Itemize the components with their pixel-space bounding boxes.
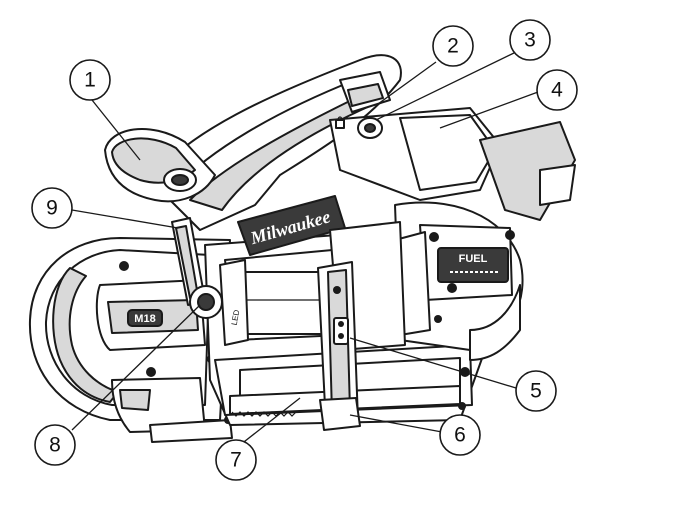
leader-lines [71, 51, 539, 446]
m18-label: M18 [134, 313, 155, 325]
left-wheel-housing: M18 [28, 237, 233, 443]
callout-6-label: 6 [454, 424, 466, 447]
callout-5-label: 5 [530, 380, 542, 403]
callout-2-label: 2 [447, 35, 459, 58]
led-label: LED [230, 309, 242, 326]
callout-5: 5 [515, 370, 557, 412]
callout-8-label: 8 [49, 434, 61, 457]
callout-1-label: 1 [84, 69, 96, 92]
callout-2: 2 [432, 25, 474, 67]
blade-guide-assembly [317, 261, 361, 431]
top-handle [149, 54, 576, 231]
m18-badge [127, 309, 163, 327]
callout-4-label: 4 [551, 79, 563, 102]
callout-3-label: 3 [524, 29, 536, 52]
callout-8: 8 [34, 424, 76, 466]
callout-3: 3 [509, 19, 551, 61]
callout-6: 6 [439, 414, 481, 456]
callout-4: 4 [536, 69, 578, 111]
fuel-badge-label: FUEL [459, 253, 488, 265]
band-saw-illustration: M18 [28, 54, 576, 443]
front-handle [104, 128, 216, 203]
callout-7-label: 7 [230, 449, 242, 472]
callout-7: 7 [215, 439, 257, 481]
trigger-area [335, 71, 391, 139]
callout-9: 9 [31, 187, 73, 229]
callout-1: 1 [69, 59, 111, 101]
blade-tension-lever: LED [171, 217, 249, 346]
padlock-icon [335, 119, 345, 129]
callout-9-label: 9 [46, 197, 58, 220]
fuel-badge [437, 247, 509, 283]
